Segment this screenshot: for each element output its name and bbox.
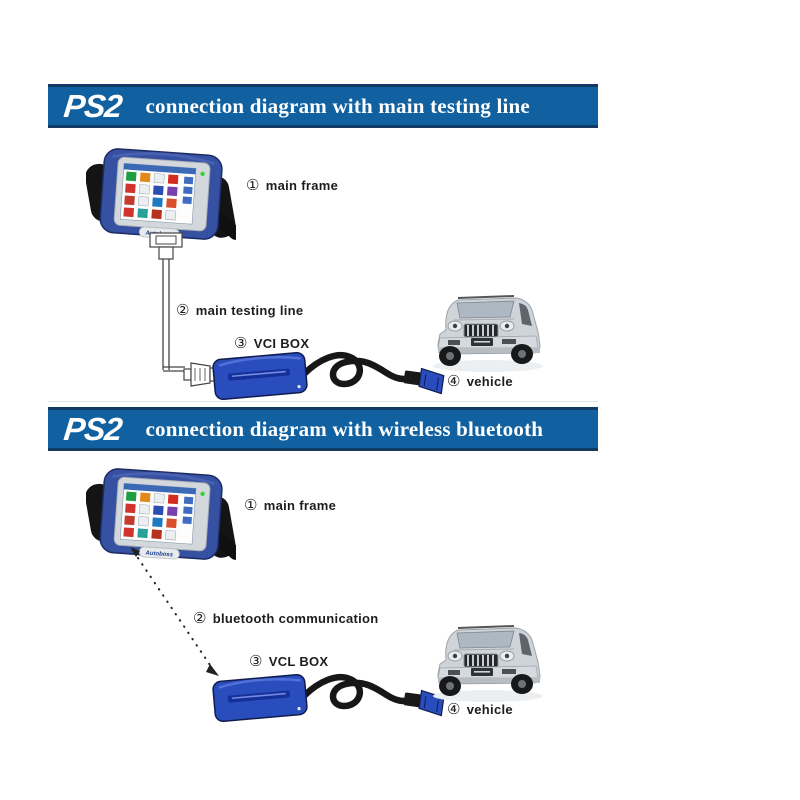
vehicle-graphic xyxy=(424,616,552,704)
main-frame-label: ① main frame xyxy=(244,497,337,514)
vehicle-label: ④ vehicle xyxy=(447,373,513,390)
connection-label: ② bluetooth communication xyxy=(193,610,379,627)
vcl-box-graphic xyxy=(212,668,447,726)
vehicle-graphic xyxy=(424,286,552,374)
circled-number-4: ④ xyxy=(447,373,461,390)
circled-number-1: ① xyxy=(244,497,258,514)
vcl-box-label: ③ VCL BOX xyxy=(249,653,329,670)
main-testing-line-graphic xyxy=(149,232,185,372)
section-1-header-bar: PS2 connection diagram with main testing… xyxy=(48,84,598,128)
section-2-header-bar: PS2 connection diagram with wireless blu… xyxy=(48,407,598,451)
bluetooth-dotted-line xyxy=(130,547,219,676)
section-2-title: connection diagram with wireless bluetoo… xyxy=(145,416,544,441)
circled-number-2: ② xyxy=(176,302,190,319)
circled-number-1: ① xyxy=(246,177,260,194)
vehicle-label: ④ vehicle xyxy=(447,701,513,718)
circled-number-2: ② xyxy=(193,610,207,627)
ps2-logo: PS2 xyxy=(62,88,124,124)
vci-box-graphic xyxy=(212,346,447,404)
vci-box-label: ③ VCI BOX xyxy=(234,335,310,352)
section-1-title: connection diagram with main testing lin… xyxy=(145,93,530,118)
circled-number-4: ④ xyxy=(447,701,461,718)
main-frame-label: ① main frame xyxy=(246,177,339,194)
ps2-logo: PS2 xyxy=(62,411,124,447)
connection-label: ② main testing line xyxy=(176,302,304,319)
circled-number-3: ③ xyxy=(249,653,263,670)
circled-number-3: ③ xyxy=(234,335,248,352)
section-divider xyxy=(48,401,598,402)
